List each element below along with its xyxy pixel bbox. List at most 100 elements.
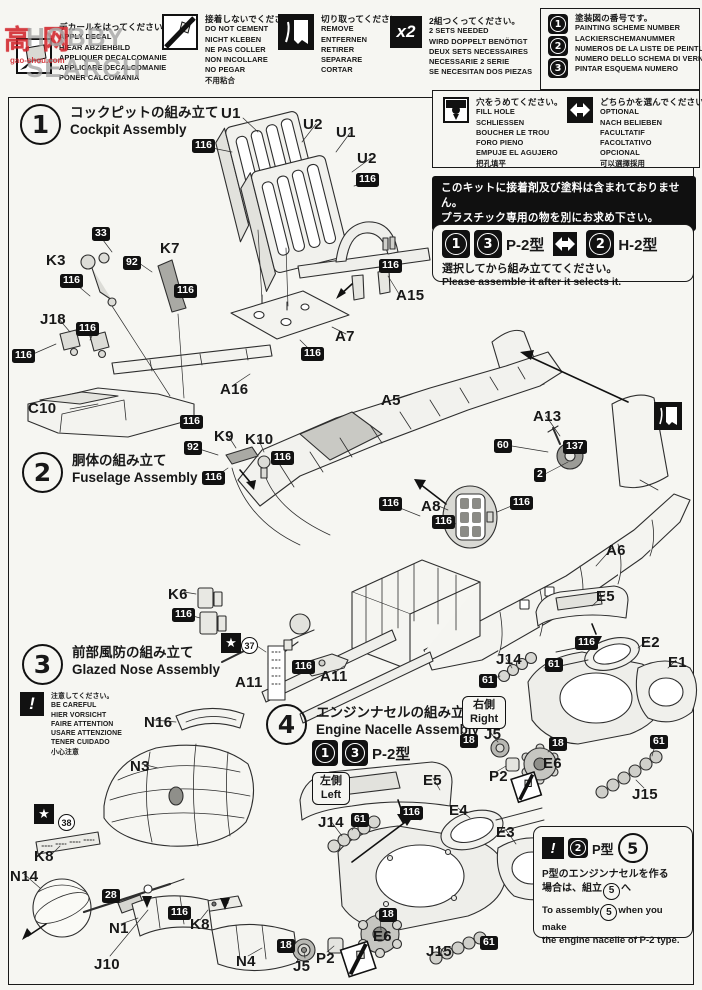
part-label: A13 [533,408,562,425]
part-label: A6 [606,542,626,559]
select-note-en: Please assemble it after it selects it. [442,276,622,288]
remove-icon [278,14,314,50]
legend-line: BE CAREFUL [51,702,97,710]
legend-line: NON INCOLLARE [205,55,268,65]
variant-type-label: P-2型 [372,745,411,763]
legend-line: APPLIQUER DECALCOMANIE [59,52,167,62]
paint-number-callout: 137 [563,440,587,454]
part-label: N16 [144,714,173,731]
part-label: E2 [641,634,660,651]
paint-number-callout: 61 [545,658,563,672]
legend-line: 可以選擇採用 [600,158,645,168]
part-label: A5 [381,392,401,409]
legend-line: 注意してください。 [51,693,114,700]
legend-line: APPLICARE DECALCOMANIE [59,63,167,73]
paint-number-callout: 92 [123,256,141,270]
part-label: C10 [28,400,57,417]
legend-line: EMPUJE EL AGUJERO [476,148,558,158]
step-5-circle: 5 [603,882,620,900]
legend-line: NACH BELIEBEN [600,117,663,127]
part-label: N4 [236,953,256,970]
part-label: K9 [214,428,234,445]
legend-line: USARE ATTENZIONE [51,730,122,738]
decal-number-callout: 38 [58,814,75,831]
legend-line: 2 SETS NEEDED [429,26,489,36]
part-drawing-e6-left [357,909,403,959]
part-label: K8 [190,916,210,933]
legend-line: SEPARARE [321,55,363,65]
step-5-circle: 5 [617,833,648,863]
paint-number-callout: 28 [102,889,120,903]
legend-line: SE NECESITAN DOS PIEZAS [429,67,533,77]
section-2-header: 2 胴体の組み立て Fuselage Assembly [22,452,198,493]
part-label: E6 [543,755,562,772]
paint-number-callout: 61 [650,735,668,749]
legend-line: 不用粘合 [205,75,235,85]
part-label: E6 [373,928,392,945]
part-label: A15 [396,287,425,304]
part-drawing-u-seats [215,111,349,292]
scheme-number-icon-2: 2 [586,230,615,258]
part-label: K6 [168,586,188,603]
star-decal-icon: ★ [34,804,54,824]
section-3-number: 3 [22,644,63,685]
part-label: U1 [221,105,241,122]
part-drawing-fuselage-interior [221,559,481,724]
part-drawing-n3-canopy [103,743,255,847]
select-note-jp: 選択してから組み立ててください。 [442,263,618,275]
p-note-en1: To assembly [542,904,600,916]
part-label: A7 [335,328,355,345]
part-drawing-k9-k10 [225,446,331,546]
legend-line: FAIRE ATTENTION [51,720,114,728]
legend-line: 穴をうめてください。 [476,97,563,107]
part-label: U2 [357,150,377,167]
part-label: P2 [489,768,508,785]
paint-number-callout: 60 [494,439,512,453]
kit-note-line1: このキットに接着剤及び塗料は含まれておりません。 [441,182,680,209]
section-2-number: 2 [22,452,63,493]
part-label: E1 [668,654,687,671]
paint-number-callout: 116 [510,496,533,510]
legend-line: 切り取ってください。 [321,14,408,24]
optional-arrows-icon [567,97,593,123]
paint-number-callout: 61 [479,674,497,688]
legend-line: 小心注意 [51,748,79,756]
part-drawing-e1-cowl [635,660,698,723]
caution-icon: ! [20,692,44,716]
paint-number-callout: 92 [184,441,202,455]
section-3-header: 3 前部風防の組み立て Glazed Nose Assembly [22,644,220,685]
part-drawing-k6 [197,587,227,635]
paint-number-callout: 116 [292,660,315,674]
part-label: J5 [484,726,502,743]
part-drawing-gun [82,878,185,914]
section-3-title-jp: 前部風防の組み立て [72,645,194,660]
section-4-title-en: Engine Nacelle Assembly [316,722,480,737]
part-drawing-c10 [27,387,195,438]
part-label: J18 [40,311,66,328]
section-1-title-en: Cockpit Assembly [70,122,187,137]
part-drawing-j5-p2-left [292,937,344,962]
part-label: P2 [316,950,335,967]
paint-number-callout: 116 [174,284,197,298]
part-drawing-a8-window [442,485,498,549]
part-label: U2 [303,116,323,133]
part-label: J5 [293,958,311,975]
part-drawing-a5-fuselage [237,329,563,507]
step-5-circle: 5 [600,903,618,921]
paint-number-callout: 116 [301,347,324,361]
paint-number-callout: 116 [379,497,402,511]
left-side-label: 左側 Left [312,772,350,805]
kit-note-line2: プラスチック専用の物を別にお求め下さい。 [441,212,659,224]
legend-line: NUMEROS DE LA LISTE DE PEINTURES [575,43,702,53]
section-3-title-en: Glazed Nose Assembly [72,662,221,677]
x2-icon: x2 [390,16,422,48]
legend-line: BOUCHER LE TROU [476,127,550,137]
legend-line: CORTAR [321,65,353,75]
p-note-jp2: 場合は、組立 [542,883,602,894]
part-label: K3 [46,252,66,269]
section-4-title-jp: エンジンナセルの組み立て [316,705,478,720]
